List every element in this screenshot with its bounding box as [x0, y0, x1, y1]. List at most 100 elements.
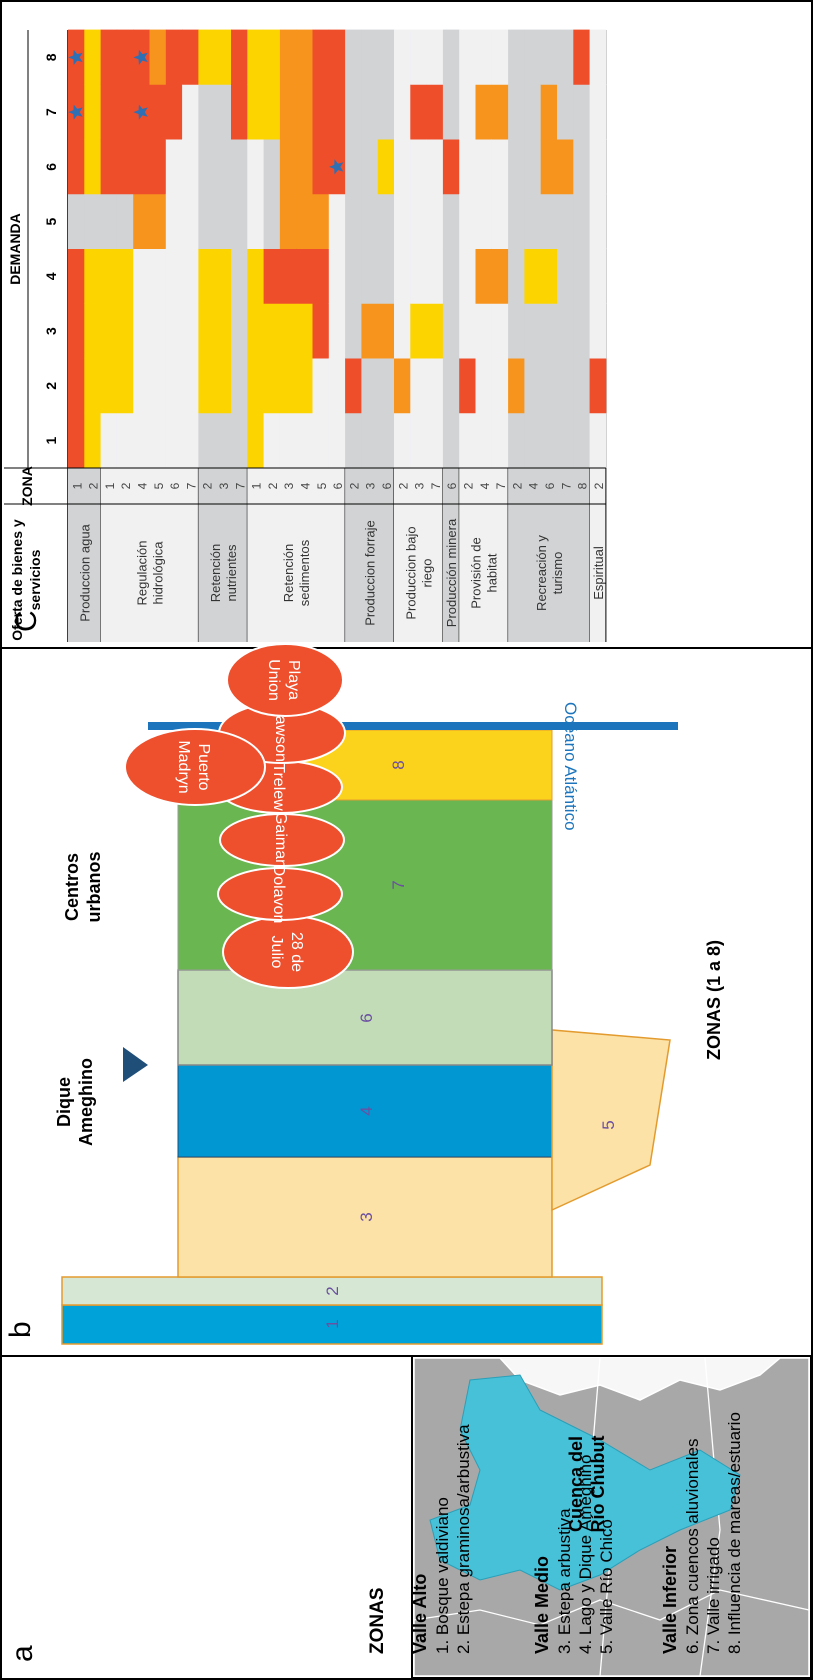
matrix-cell	[100, 358, 118, 414]
matrix-cell	[116, 303, 134, 359]
cities-group: 28 deJulioDolavonGaimanTrelewRawsonPlaya…	[124, 643, 354, 989]
legend-group-title: Valle Medio	[532, 1556, 552, 1654]
matrix-cell	[442, 303, 460, 359]
demand-col-header: 5	[43, 218, 59, 226]
service-label: Produccion forraje	[363, 520, 378, 626]
matrix-cell	[377, 84, 395, 140]
matrix-cell	[100, 412, 118, 468]
matrix-cell	[263, 303, 281, 359]
matrix-cell	[361, 29, 379, 85]
legend-item: 3. Estepa arbustiva	[555, 1508, 574, 1654]
matrix-cell	[377, 193, 395, 249]
matrix-cell	[377, 358, 395, 414]
demand-col-header: 2	[43, 382, 59, 390]
matrix-cell	[377, 412, 395, 468]
matrix-cell	[214, 412, 232, 468]
zone-1-number: 1	[323, 1319, 342, 1328]
legend-item: 5. Valle Río Chico	[597, 1519, 616, 1654]
matrix-cell	[557, 84, 574, 140]
matrix-cell	[508, 29, 525, 85]
legend-item: 1. Bosque valdiviano	[433, 1497, 452, 1654]
city-label-line2: Madryn	[175, 740, 192, 793]
demand-col-header: 6	[43, 163, 59, 171]
matrix-cell	[589, 412, 607, 468]
legend-group-title: Valle Alto	[410, 1574, 430, 1654]
matrix-cell	[263, 248, 281, 304]
service-label-line1: Recreación y	[534, 535, 549, 611]
matrix-cell	[394, 303, 411, 359]
matrix-cell	[214, 358, 232, 414]
city-label: Rawson	[272, 704, 289, 762]
zone-cell: 2	[462, 482, 476, 489]
ocean-label: Océano Atlántico	[561, 702, 580, 831]
matrix-cell	[279, 84, 297, 140]
matrix-cell	[198, 248, 216, 304]
service-band	[394, 468, 443, 642]
zone-cell: 2	[119, 482, 133, 489]
matrix-cell	[214, 303, 232, 359]
matrix-cell	[442, 139, 460, 195]
matrix-cell	[345, 84, 362, 140]
header-supply-line2: servicios	[27, 549, 43, 610]
header-demand: DEMANDA	[7, 213, 23, 285]
matrix-cell	[214, 29, 232, 85]
matrix-cell	[459, 29, 476, 85]
matrix-cell	[394, 358, 411, 414]
service-label: Espiritual	[591, 546, 606, 600]
matrix-cell	[557, 412, 574, 468]
matrix-cell	[573, 303, 590, 359]
matrix-cell	[491, 412, 509, 468]
matrix-cell	[508, 412, 525, 468]
matrix-cell	[361, 84, 379, 140]
matrix-cell	[165, 248, 183, 304]
matrix-cell	[100, 303, 118, 359]
matrix-cell	[377, 303, 395, 359]
matrix-cell	[231, 358, 248, 414]
matrix-cell	[214, 84, 232, 140]
service-label-line2: nutrientes	[224, 544, 239, 602]
matrix-cell	[214, 139, 232, 195]
demand-star	[328, 159, 344, 175]
matrix-cell	[345, 29, 362, 85]
matrix-cell	[557, 358, 574, 414]
matrix-cell	[377, 139, 395, 195]
matrix-cell	[214, 248, 232, 304]
matrix-cell	[540, 303, 558, 359]
matrix-cell	[491, 248, 509, 304]
matrix-cell	[361, 358, 379, 414]
matrix-cell	[442, 358, 460, 414]
matrix-cell	[508, 84, 525, 140]
matrix-cell	[540, 193, 558, 249]
matrix-cell	[84, 29, 102, 85]
matrix-cell	[573, 193, 590, 249]
matrix-cell	[540, 84, 558, 140]
basin-area	[429, 1374, 741, 1591]
matrix-cell	[508, 248, 525, 304]
matrix-cell	[198, 358, 216, 414]
matrix-cell	[247, 84, 265, 140]
matrix-cell	[524, 248, 542, 304]
matrix-cell	[214, 193, 232, 249]
matrix-cell	[524, 358, 542, 414]
matrix-cell	[426, 139, 444, 195]
matrix-cell	[84, 412, 102, 468]
matrix-cell	[149, 84, 167, 140]
demand-star	[68, 104, 83, 120]
matrix-cell	[149, 29, 167, 85]
matrix-cell	[410, 358, 427, 414]
zone-cell: 1	[70, 482, 84, 489]
matrix-cell	[475, 358, 493, 414]
zone-cell: 7	[184, 482, 198, 489]
matrix-cell	[524, 303, 542, 359]
matrix-cell	[345, 139, 362, 195]
matrix-cell	[426, 84, 444, 140]
matrix-cell	[68, 139, 85, 195]
demand-col-header: 3	[43, 327, 59, 335]
zone-cell: 2	[87, 482, 101, 489]
zone-cell: 4	[527, 482, 541, 489]
matrix-cell	[508, 358, 525, 414]
matrix-cell	[100, 84, 118, 140]
